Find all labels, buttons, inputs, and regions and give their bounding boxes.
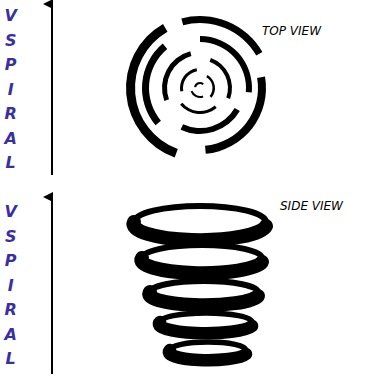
up-arrow	[51, 197, 53, 374]
spiral-arm	[126, 24, 178, 158]
coil-front	[141, 258, 262, 273]
spiral-arm	[191, 91, 204, 98]
side-view-helix	[133, 206, 266, 360]
view-label: TOP VIEW	[262, 24, 321, 38]
top-view-spiral	[126, 16, 266, 158]
spiral-arm	[181, 16, 262, 56]
spiral-arm	[200, 36, 252, 93]
axis-label: VSPIRAL	[4, 4, 17, 176]
coil-back	[160, 313, 252, 322]
up-arrow	[51, 4, 53, 175]
spiral-arm	[206, 75, 215, 98]
view-label: SIDE VIEW	[280, 199, 343, 213]
coil-front	[133, 222, 266, 240]
spiral-arm	[180, 103, 217, 114]
spiral-arm	[194, 82, 204, 87]
spiral-arm	[180, 68, 197, 91]
axis-label: VSPIRAL	[4, 200, 17, 372]
coil-front	[149, 292, 258, 305]
coil-front	[159, 322, 252, 333]
coil-back	[170, 342, 246, 350]
coil-front	[169, 350, 246, 360]
coil-back	[134, 206, 266, 222]
coil-back	[150, 281, 258, 292]
